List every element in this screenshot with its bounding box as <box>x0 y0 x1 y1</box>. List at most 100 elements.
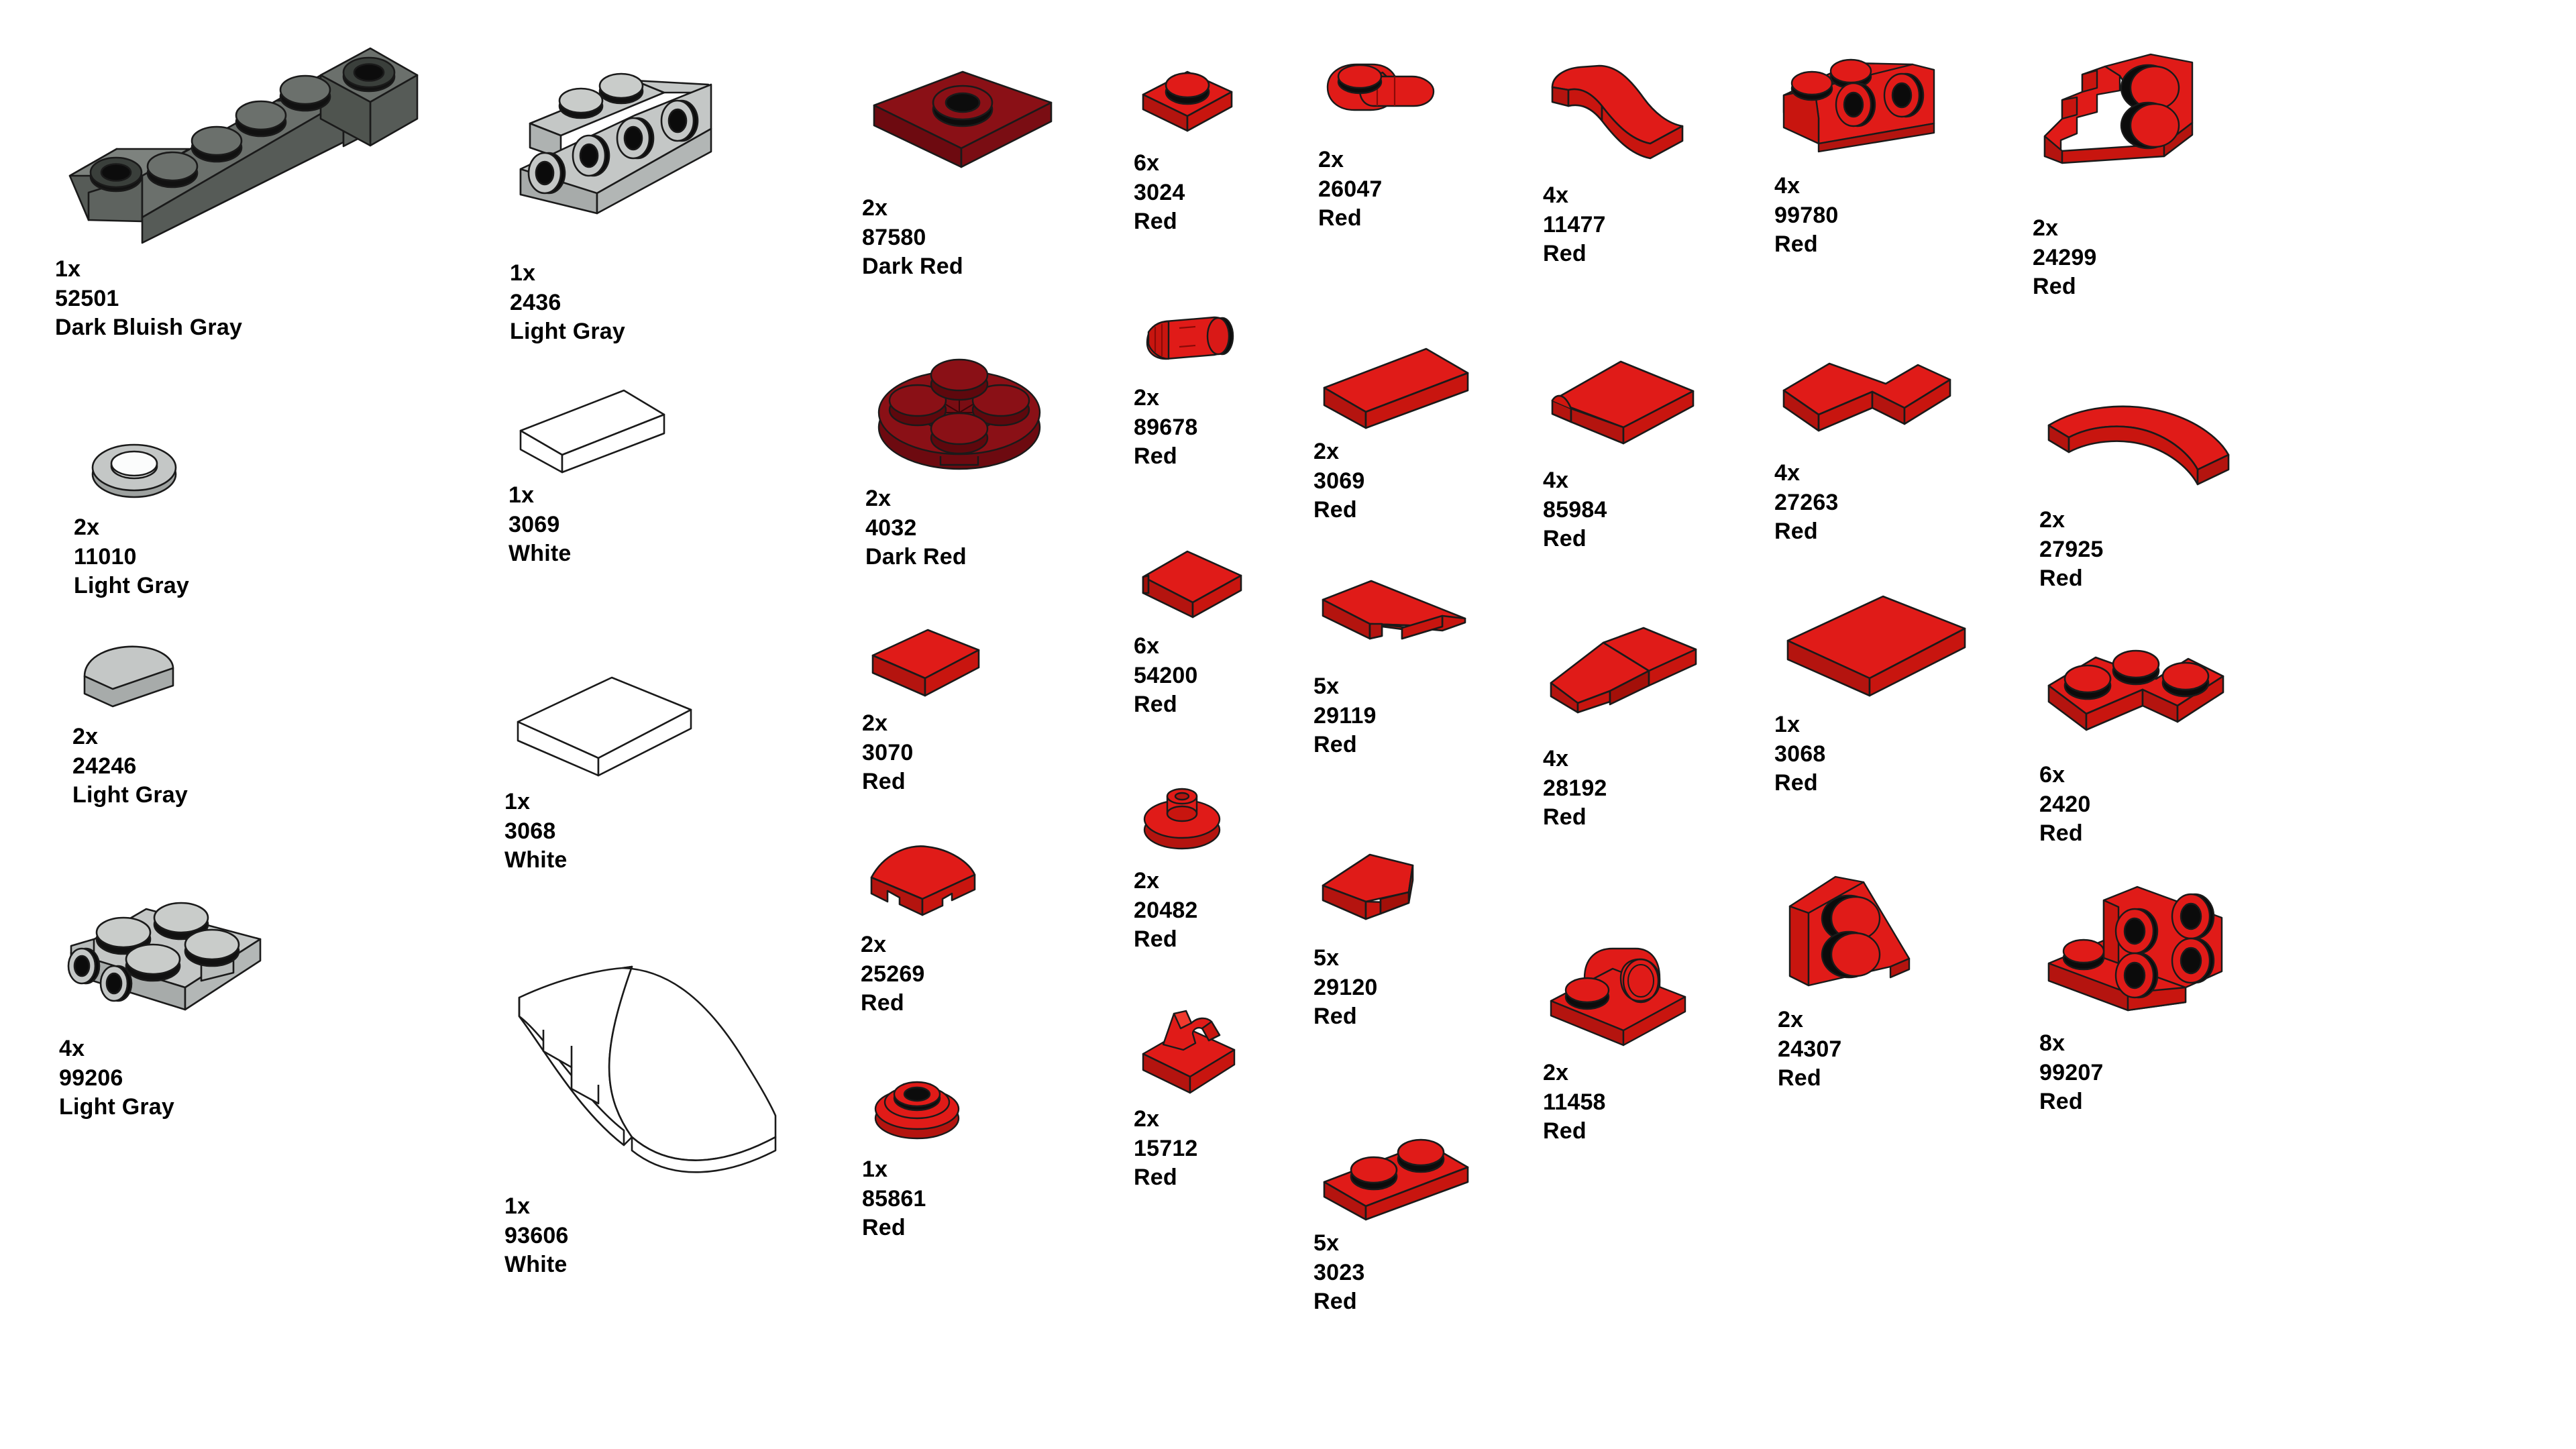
part-number: 25269 <box>861 961 925 987</box>
part-image-11010 <box>74 433 195 506</box>
part-color: Red <box>2039 820 2083 847</box>
part-image-93606 <box>504 936 800 1184</box>
part-entry-87580[interactable]: 2x 87580 Dark Red <box>862 64 1063 282</box>
part-caption-3070: 2x 3070 Red <box>862 709 989 797</box>
part-image-3068-white <box>504 671 706 778</box>
part-image-3069-red <box>1313 342 1481 429</box>
part-color: Red <box>1318 205 1362 231</box>
part-entry-11458[interactable]: 2x 11458 Red <box>1543 939 1711 1146</box>
part-caption-28192: 4x 28192 Red <box>1543 745 1711 833</box>
part-entry-3068-red[interactable]: 1x 3068 Red <box>1774 594 1976 798</box>
part-entry-27263[interactable]: 4x 27263 Red <box>1774 349 1962 547</box>
part-entry-93606[interactable]: 1x 93606 White <box>504 936 800 1280</box>
part-entry-3024[interactable]: 6x 3024 Red <box>1134 64 1241 237</box>
part-caption-99207: 8x 99207 Red <box>2039 1029 2241 1117</box>
part-entry-11477[interactable]: 4x 11477 Red <box>1543 54 1711 269</box>
part-caption-11458: 2x 11458 Red <box>1543 1059 1711 1146</box>
part-entry-3069-red[interactable]: 2x 3069 Red <box>1313 342 1481 525</box>
part-image-15712 <box>1134 1003 1254 1097</box>
part-entry-54200[interactable]: 6x 54200 Red <box>1134 543 1254 720</box>
part-number: 29120 <box>1313 974 1378 1000</box>
part-color: Red <box>2039 566 2083 592</box>
part-color: Red <box>1313 497 1357 523</box>
part-entry-24307[interactable]: 2x 24307 Red <box>1778 869 1932 1093</box>
part-number: 89678 <box>1134 414 1198 440</box>
part-qty: 5x <box>1313 945 1340 971</box>
part-entry-24299[interactable]: 2x 24299 Red <box>2033 50 2220 302</box>
part-color: Red <box>1313 732 1357 758</box>
part-qty: 2x <box>1318 147 1344 172</box>
part-color: White <box>504 1252 568 1278</box>
part-image-29120 <box>1313 845 1468 936</box>
part-caption-27263: 4x 27263 Red <box>1774 459 1962 547</box>
part-number: 85861 <box>862 1185 926 1212</box>
part-image-27263 <box>1774 349 1962 449</box>
part-image-24307 <box>1778 869 1932 996</box>
part-entry-52501[interactable]: 1x 52501 Dark Bluish Gray <box>55 47 431 343</box>
part-caption-20482: 2x 20482 Red <box>1134 867 1234 955</box>
part-number: 93606 <box>504 1222 569 1248</box>
part-entry-99206[interactable]: 4x 99206 Light Gray <box>59 872 287 1122</box>
part-entry-3069-white[interactable]: 1x 3069 White <box>508 382 676 569</box>
part-entry-24246[interactable]: 2x 24246 Light Gray <box>72 637 200 810</box>
part-color: Red <box>2039 1089 2083 1115</box>
part-qty: 8x <box>2039 1030 2065 1056</box>
part-image-99207 <box>2039 885 2241 1020</box>
part-entry-4032[interactable]: 2x 4032 Dark Red <box>865 352 1053 572</box>
part-entry-3023[interactable]: 5x 3023 Red <box>1313 1134 1481 1317</box>
part-color: Red <box>2033 274 2076 300</box>
part-qty: 4x <box>1543 468 1569 493</box>
part-number: 52501 <box>55 285 119 311</box>
part-number: 3070 <box>862 739 914 765</box>
part-image-3024 <box>1134 64 1241 141</box>
part-qty: 4x <box>1774 460 1801 486</box>
part-entry-29120[interactable]: 5x 29120 Red <box>1313 845 1468 1032</box>
part-image-89678 <box>1134 305 1248 376</box>
part-entry-99207[interactable]: 8x 99207 Red <box>2039 885 2241 1117</box>
part-caption-11477: 4x 11477 Red <box>1543 181 1711 269</box>
part-number: 24246 <box>72 753 137 779</box>
part-entry-27925[interactable]: 2x 27925 Red <box>2039 396 2241 594</box>
part-entry-3070[interactable]: 2x 3070 Red <box>862 621 989 797</box>
part-entry-85861[interactable]: 1x 85861 Red <box>862 1070 976 1243</box>
part-caption-11010: 2x 11010 Light Gray <box>74 513 195 601</box>
part-image-87580 <box>862 64 1063 184</box>
part-color: Red <box>1778 1065 1821 1091</box>
part-entry-25269[interactable]: 2x 25269 Red <box>861 839 988 1018</box>
part-qty: 1x <box>1774 712 1801 737</box>
part-caption-24299: 2x 24299 Red <box>2033 214 2220 302</box>
part-caption-15712: 2x 15712 Red <box>1134 1105 1254 1193</box>
part-image-2420 <box>2039 644 2241 751</box>
part-entry-28192[interactable]: 4x 28192 Red <box>1543 624 1711 833</box>
part-number: 2436 <box>510 289 561 315</box>
part-color: Light Gray <box>59 1094 175 1120</box>
part-qty: 1x <box>510 260 536 286</box>
part-color: White <box>508 541 572 567</box>
part-entry-89678[interactable]: 2x 89678 Red <box>1134 305 1248 472</box>
part-image-85984 <box>1543 352 1711 453</box>
part-entry-85984[interactable]: 4x 85984 Red <box>1543 352 1711 554</box>
part-entry-15712[interactable]: 2x 15712 Red <box>1134 1003 1254 1193</box>
part-color: Red <box>1774 231 1818 258</box>
part-entry-2436[interactable]: 1x 2436 Light Gray <box>510 54 751 347</box>
part-entry-26047[interactable]: 2x 26047 Red <box>1318 54 1466 233</box>
part-qty: 2x <box>74 515 100 540</box>
part-number: 3024 <box>1134 179 1185 205</box>
part-qty: 4x <box>59 1036 85 1061</box>
part-qty: 2x <box>1134 868 1160 894</box>
part-qty: 2x <box>1778 1007 1804 1032</box>
part-entry-11010[interactable]: 2x 11010 Light Gray <box>74 433 195 601</box>
part-number: 87580 <box>862 224 926 250</box>
part-number: 28192 <box>1543 775 1607 801</box>
part-color: Light Gray <box>74 573 190 599</box>
part-color: Red <box>1134 443 1177 470</box>
part-entry-99780[interactable]: 4x 99780 Red <box>1774 54 1942 260</box>
part-qty: 2x <box>1313 439 1340 464</box>
part-entry-3068-white[interactable]: 1x 3068 White <box>504 671 706 875</box>
part-number: 99780 <box>1774 202 1839 228</box>
part-caption-99206: 4x 99206 Light Gray <box>59 1034 287 1122</box>
part-entry-20482[interactable]: 2x 20482 Red <box>1134 782 1234 955</box>
part-image-3069-white <box>508 382 676 474</box>
part-entry-2420[interactable]: 6x 2420 Red <box>2039 644 2241 849</box>
part-entry-29119[interactable]: 5x 29119 Red <box>1313 577 1481 760</box>
